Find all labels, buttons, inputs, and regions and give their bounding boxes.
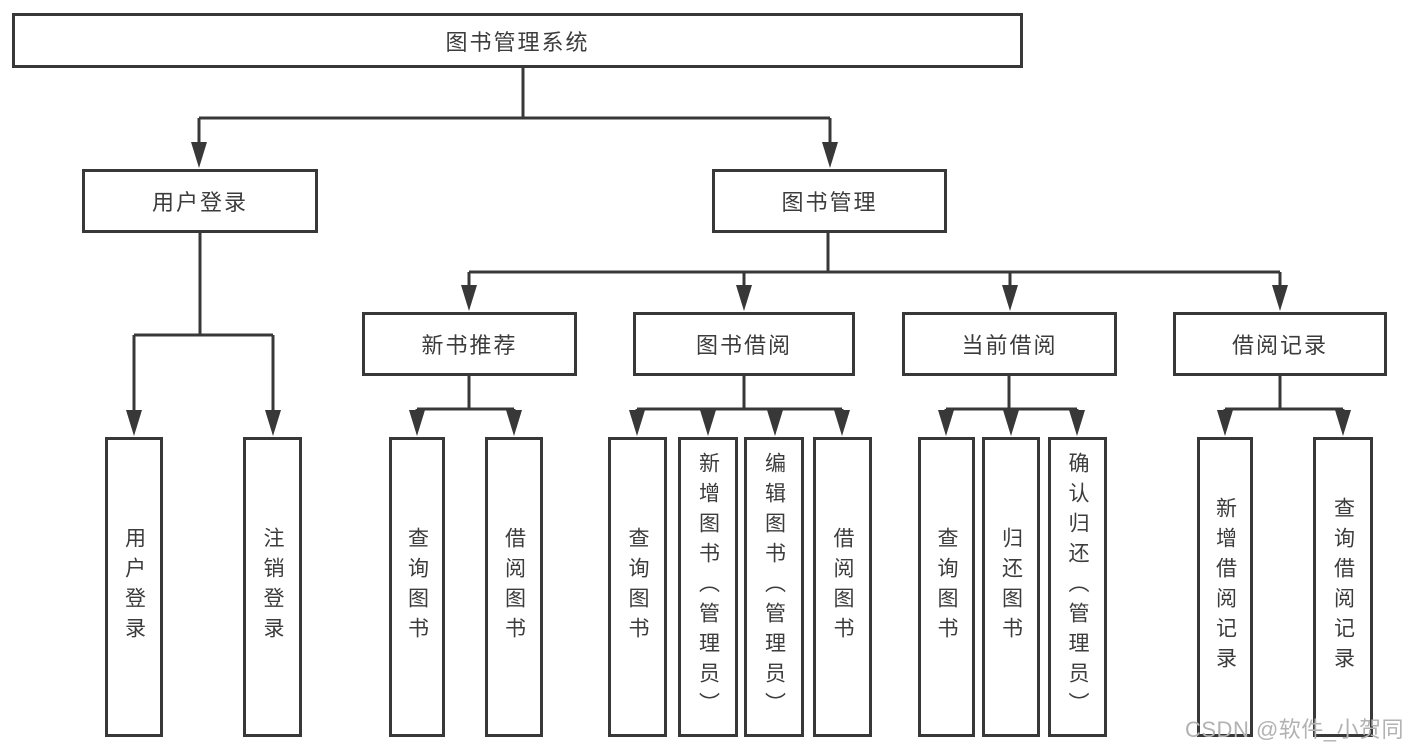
arrowhead-icon (1217, 410, 1233, 436)
node-current-borrowing: 当前借阅 (902, 312, 1117, 376)
node-leaf-borrow-books-recommend: 借阅图书 (485, 437, 543, 737)
node-leaf-edit-books-admin: 编辑图书（管理员） (744, 437, 804, 737)
node-label-user-login: 用户登录 (151, 190, 248, 215)
node-label-current-borrowing: 当前借阅 (961, 333, 1058, 358)
node-user-login: 用户登录 (82, 169, 318, 233)
node-label-leaf-add-borrow-record: 新增借阅记录 (1213, 497, 1237, 677)
arrowhead-icon (1069, 410, 1085, 436)
node-book-borrowing: 图书借阅 (633, 312, 855, 376)
node-leaf-logout: 注销登录 (243, 437, 302, 737)
arrowhead-icon (822, 142, 838, 168)
arrowhead-icon (1272, 285, 1288, 311)
node-leaf-query-books-borrowing: 查询图书 (608, 437, 667, 737)
node-borrowing-records: 借阅记录 (1173, 312, 1387, 376)
node-label-leaf-borrow-books-recommend: 借阅图书 (502, 527, 526, 647)
node-book-management: 图书管理 (712, 169, 947, 233)
node-leaf-add-books-admin: 新增图书（管理员） (678, 437, 738, 737)
arrowhead-icon (938, 410, 954, 436)
node-label-borrowing-records: 借阅记录 (1231, 333, 1328, 358)
node-leaf-add-borrow-record: 新增借阅记录 (1197, 437, 1253, 737)
node-label-book-borrowing: 图书借阅 (695, 333, 792, 358)
node-label-leaf-query-books-recommend: 查询图书 (405, 527, 429, 647)
arrowhead-icon (834, 410, 850, 436)
node-leaf-return-books: 归还图书 (982, 437, 1040, 737)
node-label-leaf-query-books-borrowing: 查询图书 (626, 527, 649, 647)
node-label-leaf-borrow-books-borrowing: 借阅图书 (831, 527, 854, 647)
arrowhead-icon (700, 410, 716, 436)
arrowhead-icon (506, 410, 522, 436)
arrowhead-icon (461, 285, 477, 311)
node-leaf-borrow-books-borrowing: 借阅图书 (813, 437, 872, 737)
csdn-watermark: CSDN @软件_小贺同学 (1185, 717, 1405, 742)
node-leaf-confirm-return-admin: 确认归还（管理员） (1048, 437, 1107, 737)
node-label-leaf-query-borrow-record: 查询借阅记录 (1331, 497, 1355, 677)
node-label-leaf-return-books: 归还图书 (999, 527, 1023, 647)
arrowhead-icon (1002, 285, 1018, 311)
node-label-new-book-recommend: 新书推荐 (421, 333, 518, 358)
node-label-root: 图书管理系统 (445, 29, 590, 55)
arrowhead-icon (265, 410, 281, 436)
node-label-leaf-edit-books-admin: 编辑图书（管理员） (762, 452, 786, 722)
node-label-leaf-logout: 注销登录 (261, 527, 284, 647)
node-label-leaf-query-books-current: 查询图书 (935, 527, 958, 647)
arrowhead-icon (1003, 410, 1019, 436)
node-new-book-recommend: 新书推荐 (362, 312, 577, 376)
arrowhead-icon (409, 410, 425, 436)
node-leaf-query-books-recommend: 查询图书 (389, 437, 445, 737)
node-label-leaf-user-login: 用户登录 (122, 527, 146, 647)
node-root: 图书管理系统 (12, 13, 1023, 68)
arrowhead-icon (1335, 410, 1351, 436)
node-leaf-query-books-current: 查询图书 (918, 437, 975, 737)
node-label-leaf-add-books-admin: 新增图书（管理员） (696, 452, 720, 722)
arrowhead-icon (191, 142, 207, 168)
node-leaf-user-login: 用户登录 (105, 437, 163, 737)
node-label-leaf-confirm-return-admin: 确认归还（管理员） (1066, 452, 1089, 722)
node-leaf-query-borrow-record: 查询借阅记录 (1313, 437, 1373, 737)
arrowhead-icon (767, 410, 783, 436)
arrowhead-icon (629, 410, 645, 436)
arrowhead-icon (736, 285, 752, 311)
node-label-book-management: 图书管理 (781, 190, 878, 215)
arrowhead-icon (126, 410, 142, 436)
